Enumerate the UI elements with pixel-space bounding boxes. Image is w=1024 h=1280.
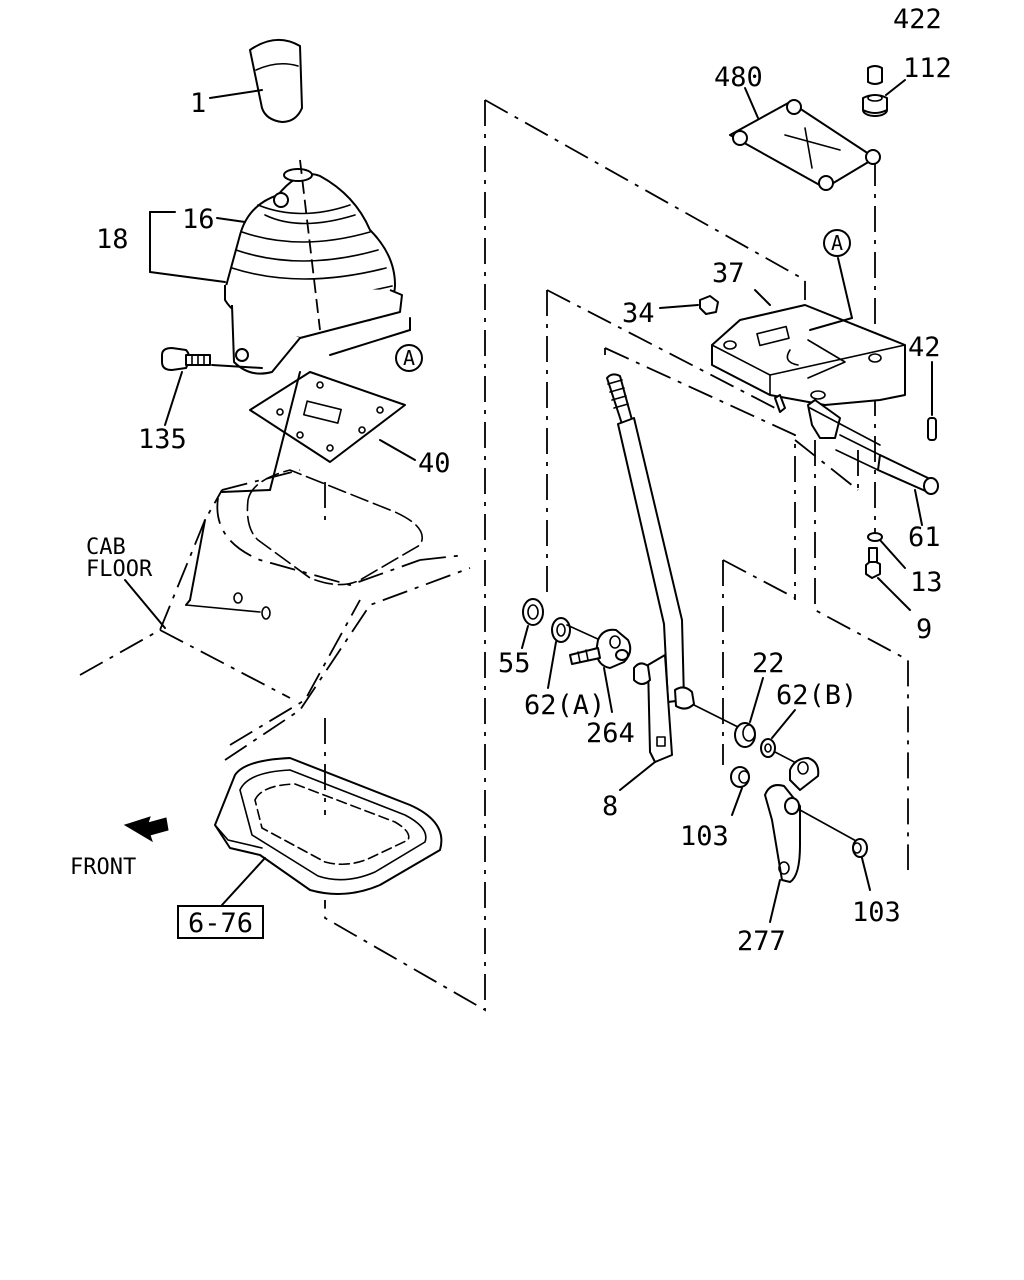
- bushing-62b: [760, 709, 801, 766]
- cab-floor: [79, 371, 471, 761]
- grommet-112: [862, 79, 906, 117]
- callout-a-right: A: [823, 229, 851, 257]
- front-arrow-icon: [123, 816, 169, 843]
- bushing-103-left: [730, 766, 750, 816]
- shaft-61: [835, 434, 939, 526]
- callout-a-right-line: [809, 257, 853, 331]
- label-reference: 6-76: [188, 908, 253, 939]
- bolt-9: [865, 547, 911, 611]
- label-part-18: 18: [96, 224, 129, 255]
- bushing-103-right: [852, 838, 871, 891]
- label-part-135: 135: [138, 424, 187, 455]
- label-floor: FLOOR: [86, 557, 153, 582]
- label-part-37: 37: [712, 258, 745, 289]
- lever-264: [569, 628, 632, 713]
- floor-seal-frame: [214, 482, 443, 906]
- label-part-40: 40: [418, 448, 451, 479]
- label-part-55: 55: [498, 648, 531, 679]
- label-part-264: 264: [586, 718, 635, 749]
- label-part-22: 22: [752, 648, 785, 679]
- connector-lines: [324, 99, 909, 1012]
- label-part-62a: 62(A): [524, 690, 605, 721]
- cover-plate-480: [729, 87, 881, 191]
- label-part-42: 42: [908, 332, 941, 363]
- nut-34: [659, 295, 719, 315]
- shift-lever-boot: [224, 159, 411, 375]
- label-part-1: 1: [190, 88, 206, 119]
- bushing-22: [734, 677, 764, 748]
- label-part-112: 112: [903, 53, 952, 84]
- label-part-62b: 62(B): [776, 680, 857, 711]
- pin-42: [927, 361, 937, 441]
- bracket-18-16: [149, 211, 246, 283]
- reference-box: [177, 905, 264, 939]
- label-part-103-left: 103: [680, 821, 729, 852]
- gasket-40: [249, 371, 416, 463]
- label-part-61: 61: [908, 522, 941, 553]
- collar-55: [521, 598, 544, 649]
- label-part-103-right: 103: [852, 897, 901, 928]
- bolt-135: [161, 347, 263, 426]
- label-part-9: 9: [916, 614, 932, 645]
- label-front: FRONT: [70, 855, 136, 880]
- callout-a-right-text: A: [831, 231, 843, 255]
- bracket-37: [711, 289, 906, 446]
- callout-a-left: A: [395, 344, 423, 372]
- label-part-480: 480: [714, 62, 763, 93]
- label-cab: CAB: [86, 535, 126, 560]
- bushing-62a: [547, 617, 601, 689]
- label-part-422: 422: [893, 4, 942, 35]
- label-part-34: 34: [622, 298, 655, 329]
- washer-13: [867, 532, 906, 569]
- callout-a-left-text: A: [403, 346, 415, 370]
- label-part-8: 8: [602, 791, 618, 822]
- cap-422: [867, 65, 883, 85]
- lever-277: [764, 757, 859, 923]
- label-part-13: 13: [910, 567, 943, 598]
- label-part-277: 277: [737, 926, 786, 957]
- shift-rod-8: [606, 373, 741, 791]
- shift-knob: [209, 39, 303, 123]
- label-part-16: 16: [182, 204, 215, 235]
